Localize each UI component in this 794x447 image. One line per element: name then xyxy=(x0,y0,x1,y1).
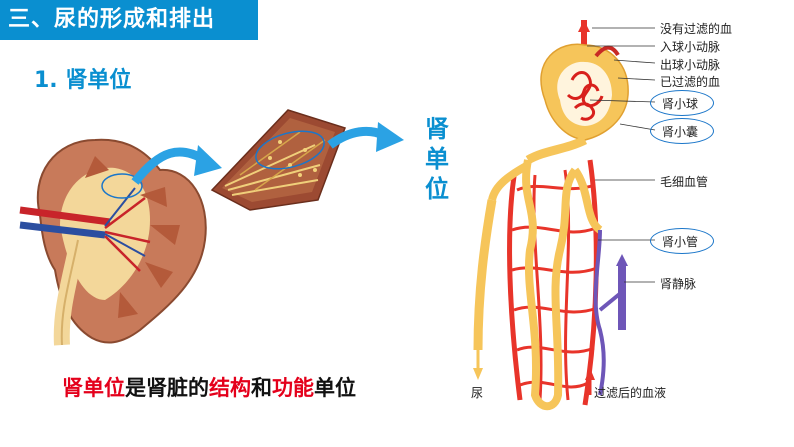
section-title: 三、尿的形成和排出 xyxy=(0,0,258,40)
vertical-char: 肾 xyxy=(425,115,449,143)
vertical-char: 位 xyxy=(425,175,449,203)
label-afferent-arteriole: 入球小动脉 xyxy=(660,40,721,54)
label-renal-vein: 肾静脉 xyxy=(660,277,697,291)
label-filtered-blood: 已过滤的血 xyxy=(660,75,721,89)
label-glomerulus: 肾小球 xyxy=(662,97,699,111)
caption-part: 单位 xyxy=(314,376,356,400)
label-unfiltered-blood: 没有过滤的血 xyxy=(660,22,733,36)
label-capillaries: 毛细血管 xyxy=(660,175,709,189)
glomerulus-oval xyxy=(650,90,714,116)
caption-part: 是肾脏的 xyxy=(125,376,209,400)
label-urine: 尿 xyxy=(471,386,484,400)
caption-part: 结构 xyxy=(209,376,251,400)
capsule-oval xyxy=(650,118,714,144)
caption-part: 和 xyxy=(251,376,272,400)
label-renal-tubule: 肾小管 xyxy=(662,235,699,249)
wedge-zoom-oval xyxy=(255,130,325,170)
kidney-image xyxy=(19,138,207,346)
caption: 肾单位是肾脏的结构和功能单位 xyxy=(62,372,356,402)
caption-part: 肾单位 xyxy=(62,376,125,400)
vertical-char: 单 xyxy=(425,145,449,173)
caption-part: 功能 xyxy=(272,376,314,400)
label-efferent-arteriole: 出球小动脉 xyxy=(660,58,721,72)
vertical-label: 肾 单 位 xyxy=(422,114,452,204)
label-bowmans-capsule: 肾小囊 xyxy=(662,125,699,139)
kidney-zoom-oval xyxy=(101,173,143,199)
subtitle: 1. 肾单位 xyxy=(34,68,132,93)
nephron-diagram xyxy=(473,20,656,411)
tubule-oval xyxy=(650,228,714,254)
kidney-wedge-image xyxy=(210,109,346,211)
label-filtered-plasma: 过滤后的血液 xyxy=(594,386,667,400)
